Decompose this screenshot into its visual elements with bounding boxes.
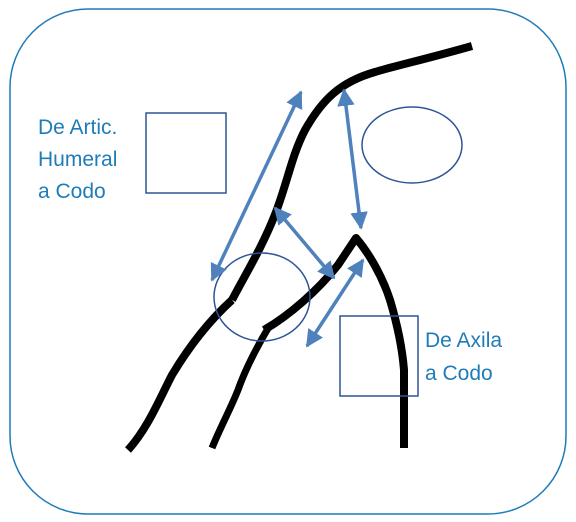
frame-border (9, 8, 567, 515)
humeral-to-elbow-arrow (210, 90, 303, 282)
humeral-label-line-2: Humeral (38, 148, 117, 171)
humeral-label-line-1: De Artic. (38, 116, 117, 139)
axila-marker-square (339, 315, 419, 397)
elbow-circle (213, 252, 311, 342)
shoulder-to-axila-arrow (337, 88, 368, 230)
axila-label-line-1: De Axila (425, 329, 502, 352)
axila-to-elbow-arrow (305, 258, 365, 348)
arm-width-arrow (273, 206, 336, 280)
humeral-marker-square (145, 112, 227, 194)
humeral-label-line-3: a Codo (38, 180, 106, 203)
arm-upper-outline (228, 42, 474, 302)
arm-inner-outline (261, 234, 409, 448)
shoulder-joint-circle (361, 106, 463, 184)
forearm-inner-outline (208, 323, 274, 450)
axila-label-line-2: a Codo (425, 362, 493, 385)
arm-outer-lower-outline (125, 297, 235, 453)
